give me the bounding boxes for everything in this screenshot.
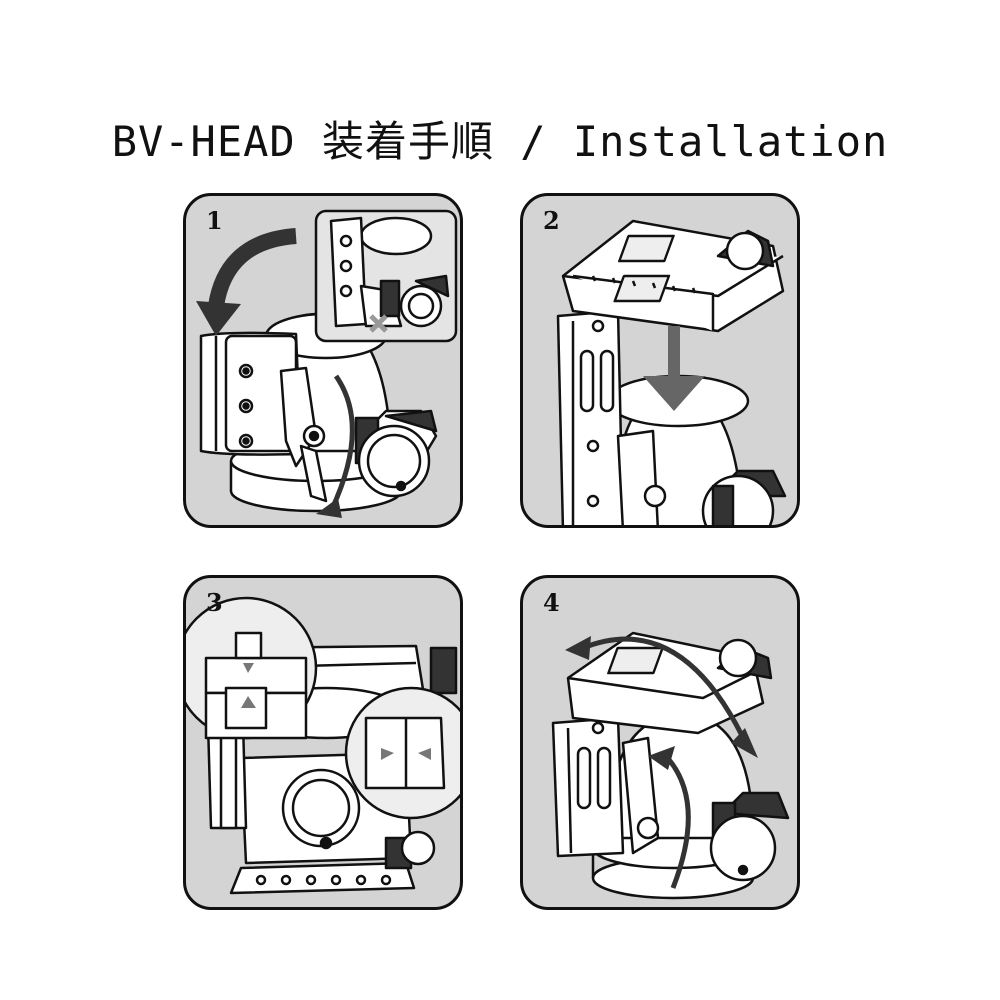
step-4-illustration [551, 631, 790, 900]
step-3-panel: 3 [183, 575, 463, 910]
step-number: 3 [206, 588, 223, 617]
step-number: 4 [543, 588, 560, 617]
step-2-illustration [556, 219, 787, 525]
step-1-illustration [196, 209, 458, 518]
step-4-panel: 4 [520, 575, 800, 910]
step-1-panel: 1 [183, 193, 463, 528]
step-number: 2 [543, 206, 560, 235]
step-number: 1 [206, 206, 223, 235]
step-3-illustration [186, 596, 460, 895]
page-title: BV-HEAD 装着手順 / Installation [111, 117, 889, 166]
step-2-panel: 2 [520, 193, 800, 528]
